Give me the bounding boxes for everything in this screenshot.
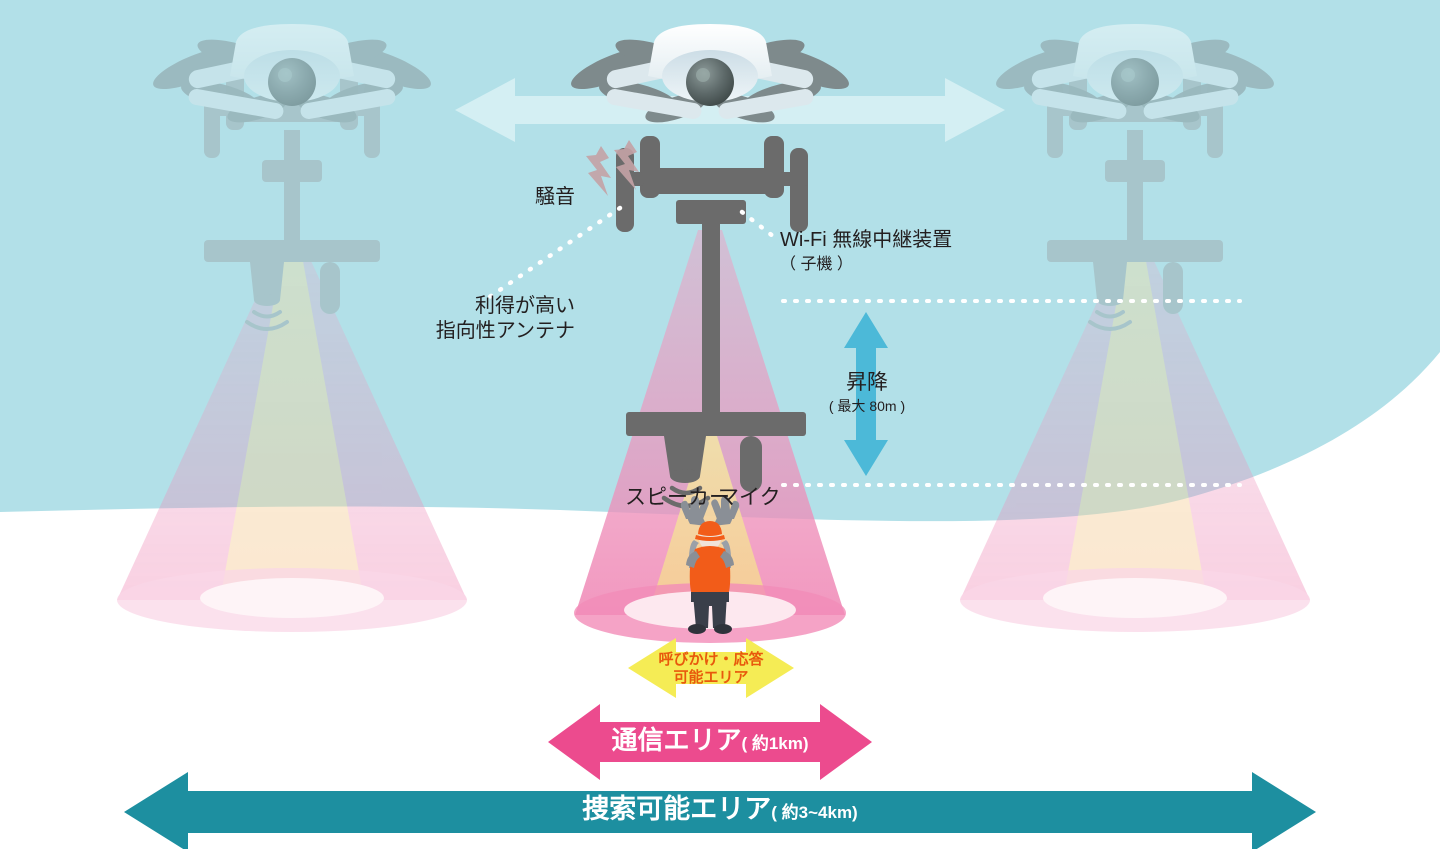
relay-mast-left: [204, 72, 380, 314]
relay-mast-right: [1047, 72, 1223, 314]
label-speaker: スピーカー: [625, 486, 730, 509]
search-area-note: ( 約3~4km): [771, 803, 858, 822]
search-area-arrow: [124, 772, 1316, 849]
label-antenna-line2: 指向性アンテナ: [435, 320, 575, 342]
relay-mast-center: [616, 136, 808, 492]
label-antenna-line1: 利得が高い: [475, 295, 575, 317]
label-elevation-sub: ( 最大 80m ): [828, 398, 906, 415]
altitude-guide-lines: [781, 299, 1242, 487]
communication-area-label: 通信エリア: [611, 725, 742, 755]
label-directional-antenna: 利得が高い 指向性アンテナ: [300, 294, 575, 344]
drone-right: [960, 24, 1310, 632]
hail-response-line1: 呼びかけ・応答: [658, 651, 764, 668]
hail-response-line2: 可能エリア: [673, 669, 749, 686]
noise-bolt-icon: [586, 140, 639, 196]
label-wifi-relay-sub: （ 子機 ）: [780, 256, 853, 273]
communication-area-arrow: [548, 704, 872, 780]
vertical-elevation-arrow: [844, 312, 888, 476]
drone-left: [117, 24, 467, 632]
drone-body-right: [996, 24, 1274, 123]
label-elevation: 昇降 ( 最大 80m ): [793, 370, 941, 416]
hail-response-arrow: [628, 638, 794, 698]
drone-center: [571, 24, 849, 123]
drone-body-left: [153, 24, 431, 123]
callout-leader-lines: [485, 205, 781, 301]
label-wifi-relay: Wi-Fi 無線中継装置 （ 子機 ）: [780, 228, 952, 275]
coverage-cone-left: [117, 250, 467, 632]
search-area-label: 捜索可能エリア: [582, 794, 772, 824]
communication-area-note: ( 約1km): [741, 734, 809, 753]
sound-waves-right: [1088, 310, 1132, 331]
label-microphone: マイク: [718, 486, 781, 509]
search-area-arrow-label: 捜索可能エリア( 約3~4km): [480, 793, 960, 825]
label-elevation-main: 昇降: [846, 371, 888, 394]
hail-response-arrow-label: 呼びかけ・応答 可能エリア: [651, 651, 771, 687]
person-figure: [680, 496, 740, 634]
label-wifi-relay-main: Wi-Fi 無線中継装置: [780, 229, 953, 251]
sound-waves-left: [245, 310, 289, 331]
communication-area-arrow-label: 通信エリア( 約1km): [590, 725, 830, 756]
label-noise: 騒音: [535, 186, 575, 208]
coverage-cone-right: [960, 250, 1310, 632]
